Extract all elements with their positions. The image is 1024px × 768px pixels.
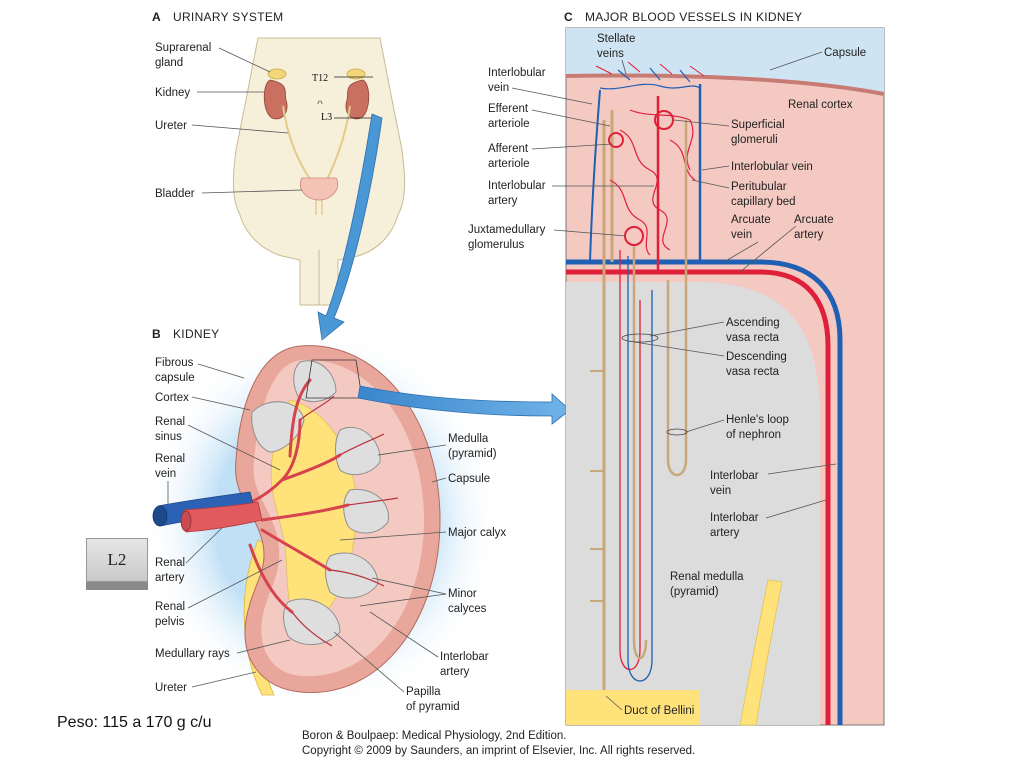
label-renal-sinus-2: sinus — [155, 431, 182, 443]
pyramids — [251, 360, 389, 646]
panel-b-kidney: B KIDNEY — [144, 327, 571, 713]
label-peritubular-1: Peritubular — [731, 181, 787, 193]
label-stellate-veins-2: veins — [597, 48, 624, 60]
capsule-sky-band — [566, 28, 884, 96]
suprarenal-gland-right — [346, 68, 366, 80]
label-minor-calyces-2: calyces — [448, 603, 487, 615]
label-interlobular-artery-1: Interlobular — [488, 180, 546, 192]
label-interlobular-vein-r: Interlobular vein — [731, 161, 813, 173]
label-major-calyx: Major calyx — [448, 527, 506, 539]
label-renal-cortex: Renal cortex — [788, 99, 853, 111]
label-renal-vein-1: Renal — [155, 453, 185, 465]
label-capsule-c: Capsule — [824, 47, 866, 59]
label-renal-artery-1: Renal — [155, 557, 185, 569]
panel-c-title: MAJOR BLOOD VESSELS IN KIDNEY — [585, 10, 802, 24]
panel-b-letter: B — [152, 327, 161, 341]
arcuate-vein — [566, 259, 843, 725]
label-renal-vein-2: vein — [155, 468, 176, 480]
label-superficial-glomeruli-2: glomeruli — [731, 134, 778, 146]
label-henle-2: of nephron — [726, 429, 781, 441]
label-fibrous-capsule-2: capsule — [155, 372, 195, 384]
superficial-glomerulus — [654, 110, 674, 130]
label-renal-pelvis-1: Renal — [155, 601, 185, 613]
panel-a-letter: A — [152, 10, 161, 24]
peritubular-capillaries — [609, 109, 696, 256]
label-juxtamedullary-2: glomerulus — [468, 239, 524, 251]
label-renal-pelvis-2: pelvis — [155, 616, 185, 628]
label-interlobular-vein-l-1: Interlobular — [488, 67, 546, 79]
label-juxtamedullary-1: Juxtamedullary — [468, 224, 546, 236]
suprarenal-gland-left — [267, 68, 287, 80]
label-cortex: Cortex — [155, 392, 189, 404]
vertebra-t12: T12 — [312, 73, 328, 84]
label-interlobar-artery-c-2: artery — [710, 527, 740, 539]
label-fibrous-capsule-1: Fibrous — [155, 357, 194, 369]
vertebra-l3: L3 — [321, 112, 332, 123]
medulla-region — [566, 282, 820, 725]
credit-line-2: Copyright © 2009 by Saunders, an imprint… — [302, 745, 696, 757]
label-medulla-1: Medulla — [448, 433, 489, 445]
label-capsule-b: Capsule — [448, 473, 490, 485]
badge-base — [86, 582, 148, 590]
label-peritubular-2: capillary bed — [731, 196, 796, 208]
label-stellate-veins-1: Stellate — [597, 33, 635, 45]
label-suprarenal-1: Suprarenal — [155, 42, 211, 54]
label-papilla-2: of pyramid — [406, 701, 460, 713]
label-medullary-rays: Medullary rays — [155, 648, 230, 660]
label-interlobar-artery-b-2: artery — [440, 666, 470, 678]
label-bladder: Bladder — [155, 188, 195, 200]
label-ascending-vasa-1: Ascending — [726, 317, 780, 329]
label-arcuate-vein-1: Arcuate — [731, 214, 771, 226]
ureter-left — [282, 105, 313, 183]
credit-line-1: Boron & Boulpaep: Medical Physiology, 2n… — [302, 730, 567, 742]
label-suprarenal-2: gland — [155, 57, 183, 69]
panel-a-title: URINARY SYSTEM — [173, 10, 283, 24]
panel-c-blood-vessels: C MAJOR BLOOD VESSELS IN KIDNEY — [468, 10, 885, 726]
label-afferent-arteriole-2: arteriole — [488, 158, 530, 170]
source-credit: Boron & Boulpaep: Medical Physiology, 2n… — [302, 729, 695, 759]
weight-note: Peso: 115 a 170 g c/u — [57, 714, 212, 731]
label-henle-1: Henle's loop — [726, 414, 789, 426]
label-minor-calyces-1: Minor — [448, 588, 477, 600]
bladder — [299, 177, 339, 201]
panel-a-urinary-system: A URINARY SYSTEM T12 L3 Suprarenal gland… — [152, 10, 406, 341]
label-interlobar-artery-c-1: Interlobar — [710, 512, 759, 524]
label-interlobular-artery-2: artery — [488, 195, 518, 207]
label-descending-vasa-2: vasa recta — [726, 366, 780, 378]
label-efferent-arteriole-2: arteriole — [488, 118, 530, 130]
label-afferent-arteriole-1: Afferent — [488, 143, 529, 155]
label-ascending-vasa-2: vasa recta — [726, 332, 780, 344]
label-interlobular-vein-l-2: vein — [488, 82, 509, 94]
label-medulla-2: (pyramid) — [448, 448, 497, 460]
label-papilla-1: Papilla — [406, 686, 441, 698]
label-interlobar-artery-b-1: Interlobar — [440, 651, 489, 663]
arrow-b-to-c — [357, 385, 571, 425]
label-renal-artery-2: artery — [155, 572, 185, 584]
label-arcuate-artery-2: artery — [794, 229, 824, 241]
panel-c-letter: C — [564, 10, 573, 24]
label-descending-vasa-1: Descending — [726, 351, 787, 363]
label-renal-sinus-1: Renal — [155, 416, 185, 428]
vertebra-badge: L2 — [86, 538, 148, 590]
label-interlobar-vein-1: Interlobar — [710, 470, 759, 482]
label-ureter-a: Ureter — [155, 120, 187, 132]
label-interlobar-vein-2: vein — [710, 485, 731, 497]
label-ureter-b: Ureter — [155, 682, 187, 694]
label-efferent-arteriole-1: Efferent — [488, 103, 529, 115]
badge-label: L2 — [86, 538, 148, 582]
label-arcuate-artery-1: Arcuate — [794, 214, 834, 226]
renal-artery-tube — [183, 501, 263, 533]
panel-b-title: KIDNEY — [173, 327, 219, 341]
label-arcuate-vein-2: vein — [731, 229, 752, 241]
vasa-recta-loops — [619, 120, 688, 682]
label-kidney: Kidney — [155, 87, 190, 99]
label-renal-medulla-1: Renal medulla — [670, 571, 744, 583]
label-renal-medulla-2: (pyramid) — [670, 586, 719, 598]
label-duct-bellini: Duct of Bellini — [624, 705, 694, 717]
ureter-right — [325, 105, 351, 183]
label-superficial-glomeruli-1: Superficial — [731, 119, 785, 131]
arcuate-artery — [566, 269, 831, 725]
